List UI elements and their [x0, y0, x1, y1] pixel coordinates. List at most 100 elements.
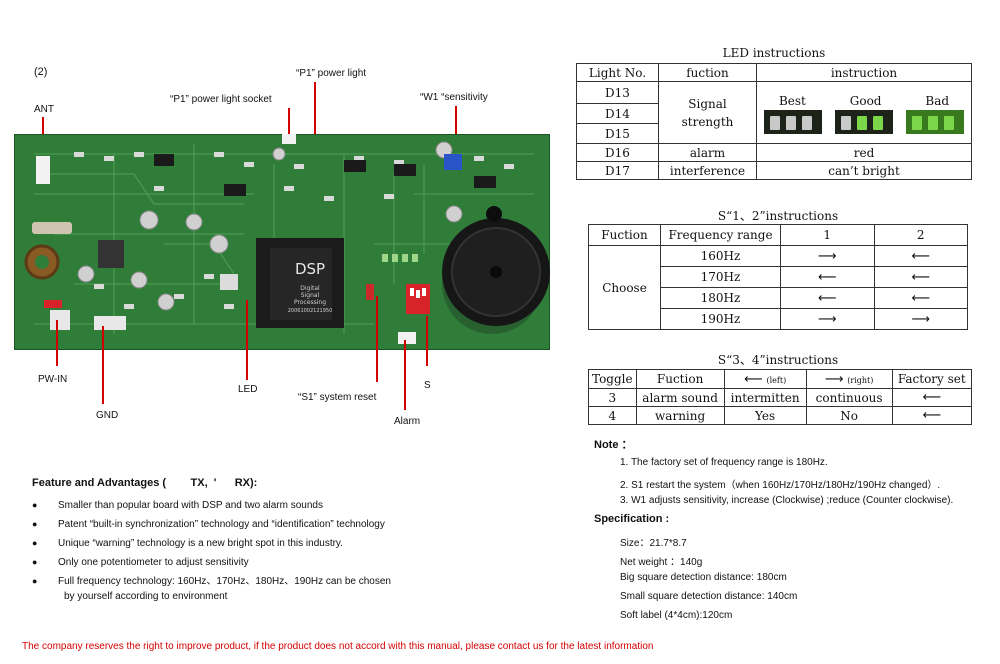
led-strip-good	[834, 109, 893, 134]
callout-s: S	[424, 380, 431, 391]
s34-table-title: S“3、4”instructions	[717, 353, 839, 367]
s12-freq-170: 170Hz	[660, 266, 781, 288]
s34-toggle-3: 3	[588, 388, 637, 407]
callout-p1-light: “P1” power light	[296, 68, 367, 79]
callout-line-p1-light	[314, 82, 316, 140]
features-list: Smaller than popular board with DSP and …	[32, 496, 391, 591]
led-row-d16: D16	[576, 143, 659, 162]
s34-factory-4-arrow-icon: ⟵	[891, 406, 973, 425]
s12-170-s1-arrow-icon: ⟵	[780, 266, 875, 288]
spec-title: Specification :	[594, 513, 670, 525]
level-bad-label: Bad	[925, 93, 950, 108]
s34-header-toggle: Toggle	[588, 369, 637, 389]
led-header-instruction: instruction	[756, 63, 972, 82]
s12-180-s2-arrow-icon: ⟵	[873, 287, 968, 309]
s34-left-3: intermitten	[723, 388, 807, 407]
s12-180-s1-arrow-icon: ⟵	[780, 287, 875, 309]
s34-right-4: No	[805, 406, 893, 425]
s12-table-title: S“1、2”instructions	[717, 209, 839, 223]
s34-right-3: continuous	[805, 388, 893, 407]
spec-soft-label: Soft label (4*4cm):120cm	[620, 610, 733, 621]
s34-right-arrow-icon: ⟶	[824, 371, 844, 387]
led-signal-levels: Best Good Bad	[756, 81, 972, 144]
s34-header-left: ⟵ (left)	[723, 369, 807, 389]
led-d16-instruction: red	[756, 143, 972, 162]
s34-factory-3-arrow-icon: ⟵	[891, 388, 973, 407]
led-strip-best	[763, 109, 822, 134]
s34-header-function: Fuction	[635, 369, 725, 389]
feature-item: Patent “built-in synchronization” techno…	[32, 515, 391, 534]
led-strip-bad	[906, 109, 965, 134]
s12-160-s1-arrow-icon: ⟶	[780, 245, 875, 267]
led-row-d17: D17	[576, 161, 659, 180]
callout-s1: “S1” system reset	[298, 392, 377, 403]
spec-big-square: Big square detection distance: 180cm	[620, 572, 787, 583]
s12-header-frequency: Frequency range	[660, 224, 781, 246]
s12-table: Fuction Frequency range 1 2 Choose 160Hz…	[588, 224, 968, 330]
s34-function-3: alarm sound	[635, 388, 725, 407]
feature-item: Only one potentiometer to adjust sensiti…	[32, 553, 391, 572]
led-row-d13: D13	[576, 81, 659, 104]
s12-header-1: 1	[780, 224, 875, 246]
callout-line-led	[246, 300, 248, 380]
led-table-title: LED instructions	[722, 46, 826, 60]
note-item-1: 1. The factory set of frequency range is…	[620, 457, 828, 468]
features-title: Feature and Advantages ( TX, ' RX):	[32, 477, 258, 489]
led-d16-function: alarm	[658, 143, 757, 162]
s12-190-s2-arrow-icon: ⟶	[873, 308, 968, 330]
callout-led: LED	[238, 384, 258, 395]
led-function-signal: Signal strength	[658, 81, 757, 144]
level-good-label: Good	[849, 93, 882, 108]
spec-weight: Net weight ：140g	[620, 557, 703, 568]
note-item-2: 2. S1 restart the system（when 160Hz/170H…	[620, 480, 941, 491]
figure-number: (2)	[34, 66, 48, 78]
callout-line-s1	[376, 296, 378, 382]
s12-freq-190: 190Hz	[660, 308, 781, 330]
callout-ant: ANT	[34, 104, 54, 115]
footer-disclaimer: The company reserves the right to improv…	[22, 641, 654, 652]
callout-line-s	[426, 316, 428, 366]
spec-small-square: Small square detection distance: 140cm	[620, 591, 798, 602]
s12-header-2: 2	[873, 224, 968, 246]
s34-left-4: Yes	[723, 406, 807, 425]
s34-left-arrow-icon: ⟵	[744, 371, 763, 387]
dsp-line4: 20061002121950	[288, 308, 333, 314]
dsp-line1: Digital	[300, 285, 320, 292]
s12-freq-160: 160Hz	[660, 245, 781, 267]
led-header-light: Light No.	[576, 63, 659, 82]
callout-line-alarm	[404, 340, 406, 410]
callout-line-p1-socket	[288, 108, 290, 136]
led-d17-instruction: can’t bright	[756, 161, 972, 180]
feature-continuation: by yourself according to environment	[64, 591, 228, 602]
s34-header-right: ⟶ (right)	[805, 369, 893, 389]
callout-w1: “W1 “sensitivity	[420, 92, 488, 103]
s12-function-choose: Choose	[588, 245, 661, 330]
feature-item: Smaller than popular board with DSP and …	[32, 496, 391, 515]
level-best-label: Best	[778, 93, 806, 108]
s34-table: Toggle Fuction ⟵ (left) ⟶ (right) Factor…	[588, 369, 973, 425]
led-row-d14: D14	[576, 103, 659, 124]
led-d17-function: interference	[658, 161, 757, 180]
led-header-function: fuction	[658, 63, 757, 82]
callout-line-pw-in	[56, 320, 58, 366]
callout-p1-socket: “P1” power light socket	[170, 94, 272, 105]
buzzer	[442, 206, 550, 326]
s34-function-4: warning	[635, 406, 725, 425]
s12-header-function: Fuction	[588, 224, 661, 246]
callout-pw-in: PW-IN	[38, 374, 68, 385]
feature-item: Full frequency technology: 160Hz、170Hz、1…	[32, 572, 391, 591]
note-title: Note ：	[594, 439, 633, 451]
s12-170-s2-arrow-icon: ⟵	[873, 266, 968, 288]
note-item-3: 3. W1 adjusts sensitivity, increase (Clo…	[620, 495, 954, 506]
dsp-line3: Processing	[294, 299, 326, 306]
led-row-d15: D15	[576, 123, 659, 144]
s12-freq-180: 180Hz	[660, 287, 781, 309]
callout-line-gnd	[102, 326, 104, 404]
led-table: Light No. fuction instruction D13 Signal…	[576, 63, 972, 180]
dsp-title: DSP	[295, 260, 325, 278]
spec-size: Size：21.7*8.7	[620, 538, 687, 549]
callout-alarm: Alarm	[394, 416, 421, 427]
feature-item: Unique “warning” technology is a new bri…	[32, 534, 391, 553]
callout-gnd: GND	[96, 410, 119, 421]
dsp-line2: Signal	[301, 292, 320, 299]
